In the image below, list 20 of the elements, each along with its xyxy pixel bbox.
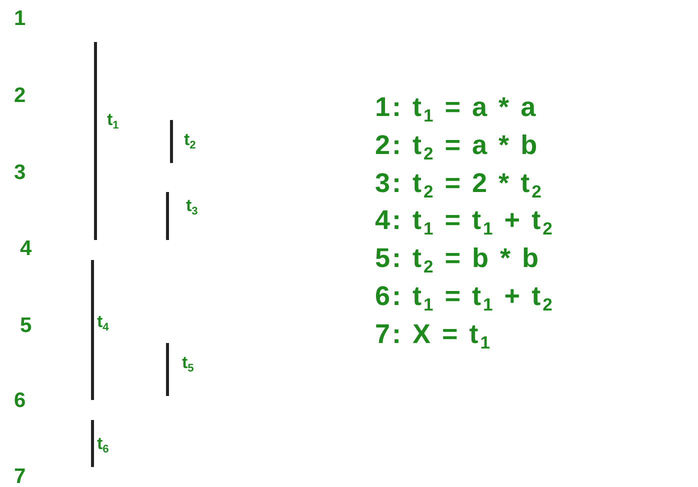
code-statement: 7: X = t$_{1}$ bbox=[375, 321, 492, 348]
variable-label: t$_{5}$ bbox=[182, 354, 194, 371]
line-number: 4 bbox=[20, 238, 32, 259]
variable-label: t$_{4}$ bbox=[97, 313, 109, 330]
variable-label: t$_{6}$ bbox=[97, 435, 109, 452]
code-statement: 2: t$_{2}$ = a * b bbox=[375, 132, 540, 159]
variable-label: t$_{3}$ bbox=[186, 197, 198, 214]
line-number: 6 bbox=[14, 390, 26, 411]
code-statement: 1: t$_{1}$ = a * a bbox=[375, 94, 538, 121]
code-statement: 3: t$_{2}$ = 2 * t$_{2}$ bbox=[375, 170, 544, 197]
line-number: 5 bbox=[20, 315, 32, 336]
line-number: 2 bbox=[14, 85, 26, 106]
variable-label: t$_{1}$ bbox=[107, 111, 119, 128]
code-statement: 5: t$_{2}$ = b * b bbox=[375, 245, 541, 272]
code-statement: 6: t$_{1}$ = t$_{1}$ + t$_{2}$ bbox=[375, 283, 554, 310]
code-statement: 4: t$_{1}$ = t$_{1}$ + t$_{2}$ bbox=[375, 207, 554, 234]
line-number: 7 bbox=[14, 466, 26, 487]
line-number: 1 bbox=[14, 8, 26, 29]
variable-label: t$_{2}$ bbox=[184, 131, 196, 148]
line-number: 3 bbox=[14, 162, 26, 183]
